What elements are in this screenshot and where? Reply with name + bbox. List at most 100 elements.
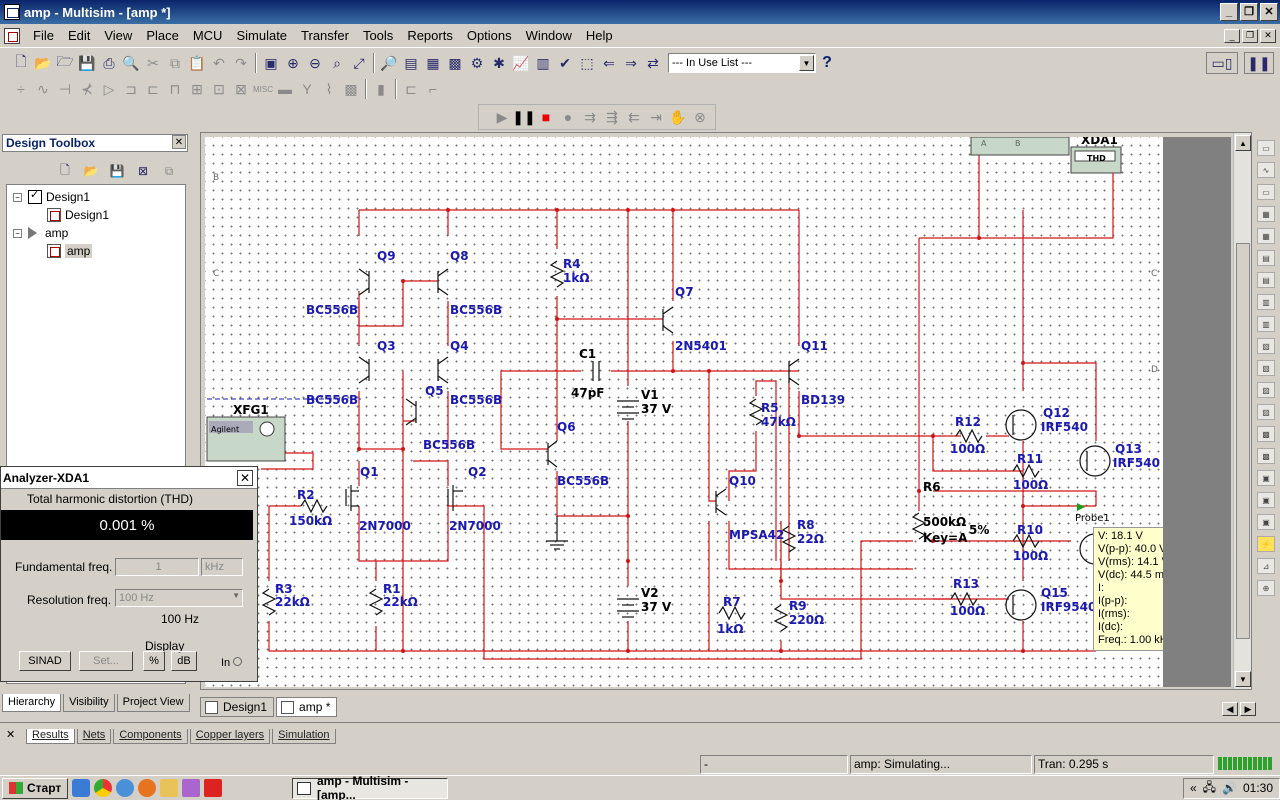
q3-model[interactable]: BC556B: [306, 393, 359, 407]
q5-model[interactable]: BC556B: [423, 438, 476, 452]
r13-value[interactable]: 100Ω: [950, 604, 986, 618]
r10-label[interactable]: R10: [1017, 523, 1043, 537]
q8-label[interactable]: Q8: [450, 249, 469, 263]
r1-label[interactable]: R1: [383, 582, 401, 596]
logic-analyzer-icon[interactable]: ▥: [1257, 316, 1275, 332]
q12-model[interactable]: IRF540: [1041, 420, 1088, 434]
r4-label[interactable]: R4: [563, 257, 581, 271]
pause-icon[interactable]: ❚❚: [512, 108, 536, 125]
back-annotate-icon[interactable]: ⇐: [603, 54, 615, 71]
tab-nets[interactable]: Nets: [76, 729, 112, 744]
postprocessor-icon[interactable]: ▥: [536, 54, 550, 71]
xfg1-instrument[interactable]: [206, 398, 361, 462]
analog-icon[interactable]: ▷: [103, 80, 115, 97]
advanced-peripherals-icon[interactable]: ▬: [278, 81, 292, 97]
indicator-icon[interactable]: ⊡: [213, 80, 225, 97]
agilent-oscilloscope-icon[interactable]: ▣: [1257, 492, 1275, 508]
r9-value[interactable]: 220Ω: [789, 613, 825, 627]
network-analyzer-icon[interactable]: ▩: [1257, 426, 1275, 442]
find-icon[interactable]: 🔎: [380, 54, 398, 71]
chevron-down-icon[interactable]: ▼: [232, 591, 240, 600]
resolution-select[interactable]: 100 Hz ▼: [115, 589, 243, 607]
grid-icon[interactable]: ▩: [448, 54, 462, 71]
oscilloscope-icon[interactable]: ▦: [1257, 206, 1275, 222]
help-icon[interactable]: ?: [822, 54, 832, 71]
restore-button[interactable]: ❐: [1240, 3, 1258, 21]
chrome-icon[interactable]: [94, 779, 113, 797]
mcu-icon[interactable]: ▩: [344, 80, 358, 97]
q10-model[interactable]: MPSA42: [729, 528, 785, 542]
r1-value[interactable]: 22kΩ: [383, 595, 418, 609]
fundamental-unit[interactable]: kHz: [201, 558, 243, 576]
save-sheet-icon[interactable]: 💾: [109, 164, 125, 178]
show-instruments-icon[interactable]: ▭▯: [1206, 52, 1238, 74]
transfer-icon[interactable]: ⇄: [647, 54, 659, 71]
q6-model[interactable]: BC556B: [557, 474, 610, 488]
r6-percent[interactable]: 5%: [969, 523, 990, 537]
r7-value[interactable]: 1kΩ: [717, 622, 744, 636]
current-probe-icon[interactable]: ⊕: [1257, 580, 1275, 596]
schematic-sheet[interactable]: B C C D A B Q9 Q8 BC556B BC556B Q3 Q4 Q5…: [205, 137, 1163, 687]
tektronix-oscilloscope-icon[interactable]: ▣: [1257, 514, 1275, 530]
r2-label[interactable]: R2: [297, 488, 315, 502]
step-into-icon[interactable]: ⇉: [584, 108, 596, 125]
r10-value[interactable]: 100Ω: [1013, 549, 1049, 563]
tab-hierarchy[interactable]: Hierarchy: [2, 694, 62, 712]
open-sheet-icon[interactable]: 📂: [83, 164, 99, 178]
multimeter-icon[interactable]: ▭: [1257, 140, 1275, 156]
v2-value[interactable]: 37 V: [641, 600, 672, 614]
redo-icon[interactable]: ↷: [235, 54, 247, 71]
in-use-list-select[interactable]: --- In Use List --- ▼: [668, 53, 816, 73]
toggle-full-screen-icon[interactable]: ▣: [264, 54, 278, 71]
q1-model[interactable]: 2N7000: [359, 519, 411, 533]
set-button[interactable]: Set...: [79, 651, 133, 671]
close-icon[interactable]: ✕: [172, 135, 186, 149]
logic-converter-icon[interactable]: ▧: [1257, 338, 1275, 354]
scroll-right-icon[interactable]: ▶: [1240, 702, 1256, 716]
acrobat-icon[interactable]: [204, 779, 223, 797]
sinad-button[interactable]: SINAD: [19, 651, 71, 671]
source-icon[interactable]: ÷: [17, 81, 25, 97]
tab-copper-layers[interactable]: Copper layers: [189, 729, 271, 744]
r11-label[interactable]: R11: [1017, 452, 1043, 466]
xfg1-label[interactable]: XFG1: [233, 403, 269, 417]
q4-model[interactable]: BC556B: [450, 393, 503, 407]
zoom-out-icon[interactable]: ⊖: [309, 54, 321, 71]
collapse-icon[interactable]: −: [13, 228, 22, 238]
erc-icon[interactable]: ✔: [559, 54, 571, 71]
quicklaunch-browser-icon[interactable]: [72, 779, 91, 797]
scroll-left-icon[interactable]: ◀: [1222, 702, 1238, 716]
start-button[interactable]: Старт: [2, 777, 69, 799]
percent-button[interactable]: %: [143, 651, 165, 671]
new-icon[interactable]: 🗋: [15, 53, 27, 69]
q13-model[interactable]: IRF540: [1113, 456, 1160, 470]
mixed-icon[interactable]: ⊞: [191, 80, 203, 97]
r4-value[interactable]: 1kΩ: [563, 271, 590, 285]
doc-close-button[interactable]: ✕: [1260, 28, 1276, 43]
tab-design1[interactable]: Design1: [200, 697, 275, 717]
db-button[interactable]: dB: [171, 651, 197, 671]
menu-place[interactable]: Place: [146, 28, 179, 43]
close-sheet-icon[interactable]: ⊠: [137, 164, 149, 178]
menu-file[interactable]: File: [33, 28, 54, 43]
q2-model[interactable]: 2N7000: [449, 519, 501, 533]
wattmeter-icon[interactable]: ▭: [1257, 184, 1275, 200]
menu-simulate[interactable]: Simulate: [236, 28, 288, 43]
r7-label[interactable]: R7: [723, 595, 741, 609]
transistor-icon[interactable]: ⊀: [81, 80, 93, 97]
bode-plotter-icon[interactable]: ▤: [1257, 250, 1275, 266]
menu-transfer[interactable]: Transfer: [301, 28, 349, 43]
zoom-fit-icon[interactable]: ⤢: [353, 54, 365, 71]
r8-value[interactable]: 22Ω: [797, 532, 824, 546]
taskbar-multisim-button[interactable]: amp - Multisim - [amp...: [292, 774, 449, 800]
r12-label[interactable]: R12: [955, 415, 981, 429]
r6-label[interactable]: R6: [923, 480, 941, 494]
open-folder-icon[interactable]: 🗁: [56, 53, 74, 69]
q15-model[interactable]: IRF9540: [1041, 600, 1097, 614]
xda1-instrument[interactable]: [970, 137, 1122, 174]
agilent-generator-icon[interactable]: ▩: [1257, 448, 1275, 464]
tab-components[interactable]: Components: [113, 729, 188, 744]
q11-label[interactable]: Q11: [801, 339, 828, 353]
r6-value[interactable]: 500kΩ: [923, 515, 967, 529]
network-icon[interactable]: 🖧: [1202, 779, 1217, 794]
